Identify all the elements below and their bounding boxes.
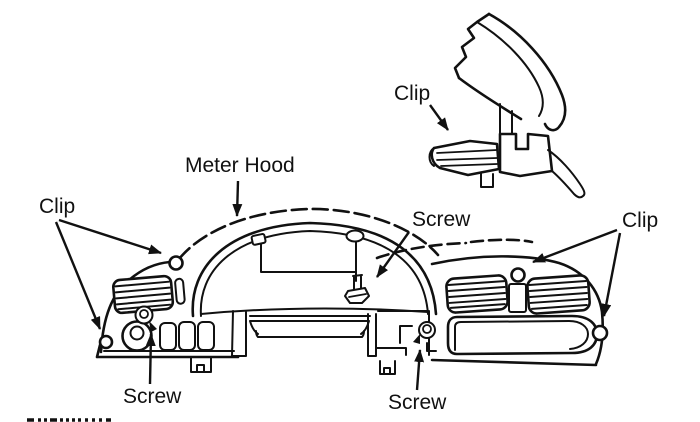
meter-hood-rim-outer [191, 221, 438, 318]
left-foot-tab [190, 356, 212, 373]
left-clip-label: Clip [39, 195, 75, 218]
inset-hood-band-inner [476, 21, 544, 117]
left-vent-slot [174, 277, 186, 305]
center-screw [344, 274, 370, 304]
bottom-screw-head [418, 321, 436, 339]
right-vent-left-louvers [447, 280, 507, 309]
right-bottom-edge [430, 358, 598, 367]
left-screw-arrow [145, 333, 156, 385]
mid-bottom-step [376, 347, 407, 356]
left-bottom-clip [98, 334, 114, 350]
inset-hood-left-edge [453, 12, 491, 80]
shroud-left-wall [231, 310, 247, 357]
inset-hood-lower-edge [457, 76, 523, 121]
right-dash-arc-1 [375, 241, 468, 260]
inset-hood-band-outer [487, 12, 567, 132]
center-screw-label: Screw [412, 208, 471, 231]
right-clip-label: Clip [622, 209, 658, 232]
left-clip-arrow-bottom [54, 221, 102, 330]
center-screw-shaft [352, 274, 363, 290]
inset-clip-tip [428, 147, 435, 167]
left-vent-louvers [114, 280, 172, 311]
right-clip-arrow-left [532, 228, 618, 264]
shroud-top-recess [249, 315, 371, 335]
left-bottom-edge [95, 343, 240, 359]
meter-hood-arrow [232, 180, 243, 217]
storage-box-inner-line [454, 320, 589, 351]
inset-post [499, 103, 513, 134]
right-foot-tab [379, 360, 396, 375]
left-dial-inner [129, 325, 145, 341]
bottom-screw-arrow [414, 349, 425, 391]
center-screw-arrow [376, 231, 410, 278]
cluster-window [260, 241, 357, 282]
storage-box [446, 314, 599, 356]
inset-bracket-body [498, 132, 554, 178]
dashboard-drawing [95, 207, 609, 375]
screw-bracket-corner [426, 342, 437, 352]
meter-hood-rim-inner [199, 230, 429, 317]
left-clip-arrow-top [58, 218, 162, 255]
callout-labels: Clip Meter Hood Clip Screw Clip Screw Sc… [39, 82, 658, 414]
left-screw-head [134, 305, 154, 325]
bottom-screw-head-inner [422, 324, 432, 334]
meter-hood-label: Meter Hood [185, 154, 295, 177]
bottom-screw-label: Screw [388, 391, 447, 414]
right-vent-right-louvers [528, 280, 589, 310]
left-screw-label: Screw [123, 385, 182, 408]
button-3 [197, 321, 215, 351]
left-screw-head-inner [139, 309, 149, 319]
callout-arrows [54, 104, 622, 391]
inset-lower-tab [480, 172, 494, 188]
vent-divider [508, 283, 527, 313]
button-1 [159, 322, 177, 351]
inset-clip-ridges [436, 149, 498, 167]
inset-bracket-leg [547, 149, 586, 199]
left-screw [134, 305, 157, 332]
right-clip-arrow-bottom [601, 232, 622, 317]
left-vent [111, 274, 186, 315]
clip-detail-inset [428, 12, 586, 199]
right-vent-right [526, 274, 591, 315]
bottom-screw [413, 321, 436, 344]
right-vent-left [445, 274, 509, 314]
cluster-tab-left [250, 233, 267, 246]
storage-box-outline [446, 314, 599, 356]
screw-bracket [399, 325, 413, 344]
center-screw-head-line [348, 293, 367, 298]
inset-clip-label: Clip [394, 82, 430, 105]
bottom-screw-tail [413, 334, 420, 344]
left-screw-tail [149, 321, 157, 332]
shroud-inner-ledge [255, 330, 365, 338]
left-top-clip [168, 255, 184, 271]
right-dash-arc-2 [469, 238, 534, 244]
right-side-clip [591, 324, 609, 342]
inset-clip-arrow [429, 104, 449, 131]
column-shroud [231, 310, 377, 357]
button-2 [178, 321, 196, 351]
cluster-tab-right [345, 229, 365, 243]
right-top-clip [510, 267, 526, 283]
